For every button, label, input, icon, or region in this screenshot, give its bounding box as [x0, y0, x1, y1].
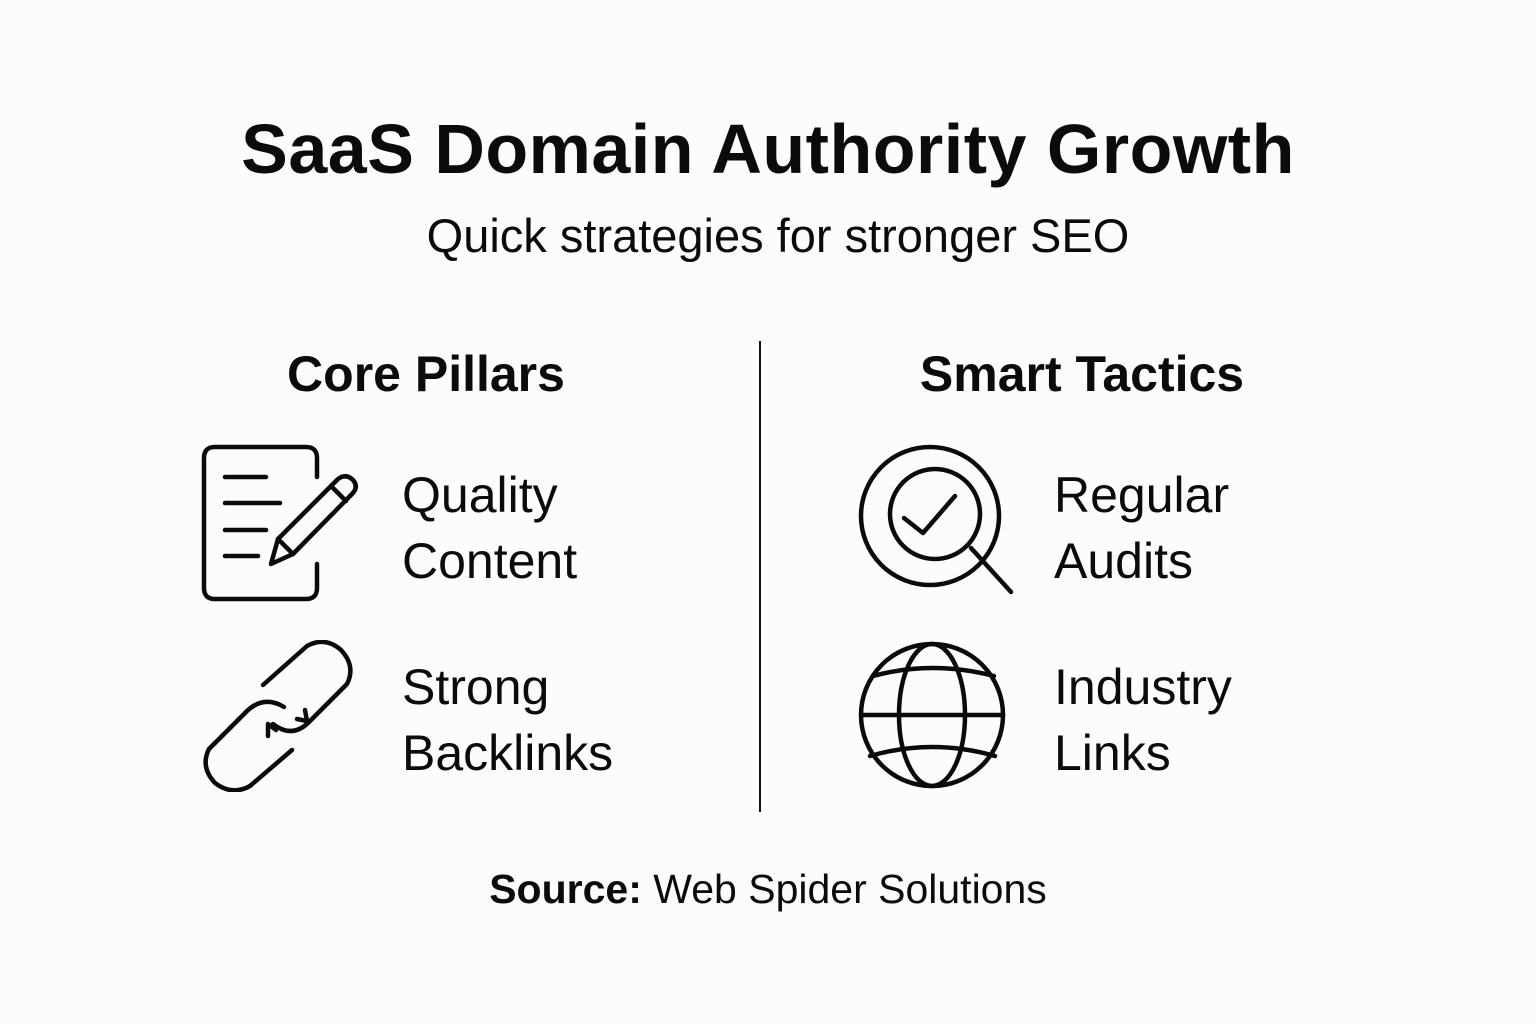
globe-icon [858, 640, 1008, 792]
magnifier-check-icon [858, 444, 1018, 598]
page-title: SaaS Domain Authority Growth [241, 110, 1295, 188]
item-label: Industry Links [1054, 659, 1232, 781]
column-heading-core-pillars: Core Pillars [287, 346, 565, 402]
item-label: Quality Content [402, 467, 578, 589]
item-label: Regular Audits [1054, 467, 1230, 589]
source-label: Source: [489, 866, 642, 912]
item-label: Strong Backlinks [402, 659, 614, 781]
chain-link-icon [200, 640, 356, 792]
source-attribution: Source: Web Spider Solutions [0, 862, 1536, 916]
column-divider [759, 341, 761, 812]
page-subtitle: Quick strategies for stronger SEO [426, 209, 1130, 262]
column-heading-smart-tactics: Smart Tactics [919, 346, 1245, 402]
source-value: Web Spider Solutions [653, 866, 1047, 912]
document-pencil-icon [200, 444, 362, 604]
